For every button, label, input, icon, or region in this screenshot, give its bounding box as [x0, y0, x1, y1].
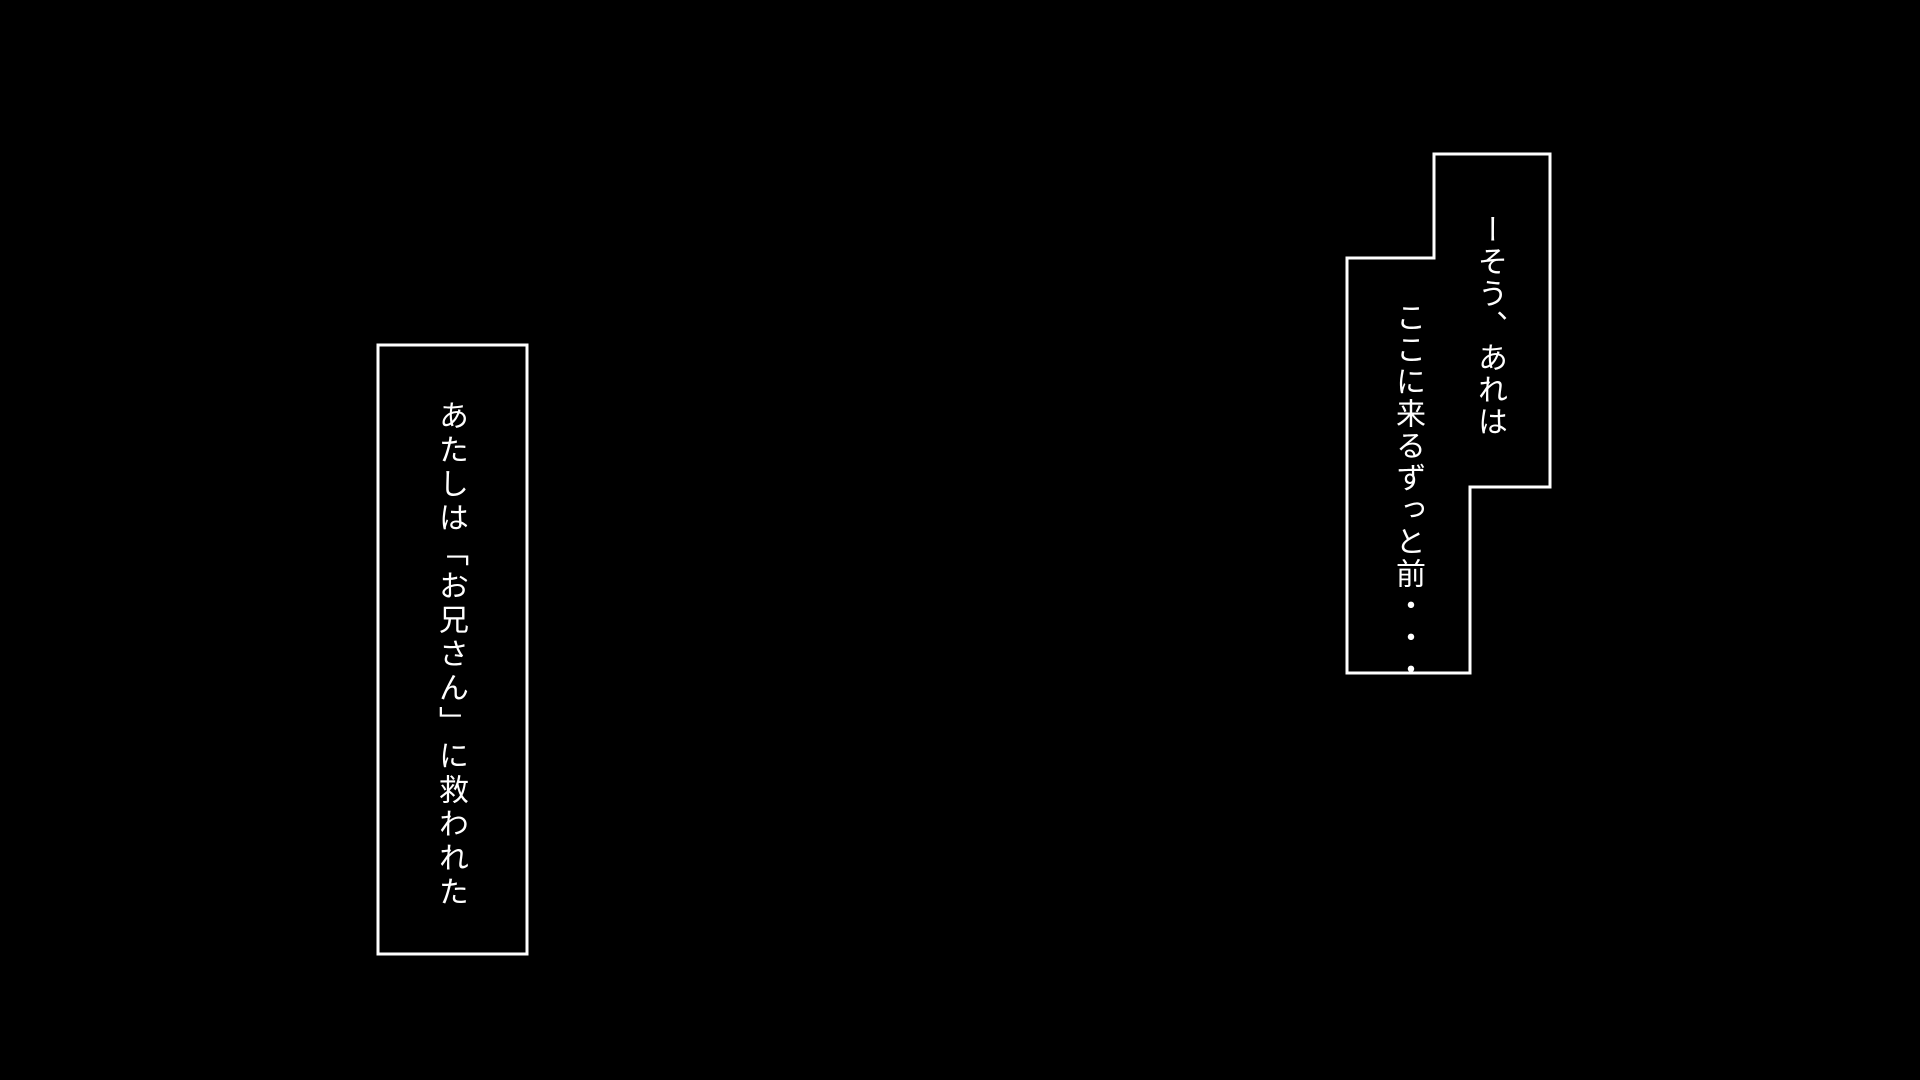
right-caption-line-2: ここに来るずっと前・・・	[1390, 302, 1425, 686]
left-caption-text: あたしは「お兄さん」に救われた	[433, 400, 468, 910]
right-caption-line-1: ーそう、あれは	[1472, 214, 1507, 438]
right-caption-box	[1345, 152, 1552, 675]
